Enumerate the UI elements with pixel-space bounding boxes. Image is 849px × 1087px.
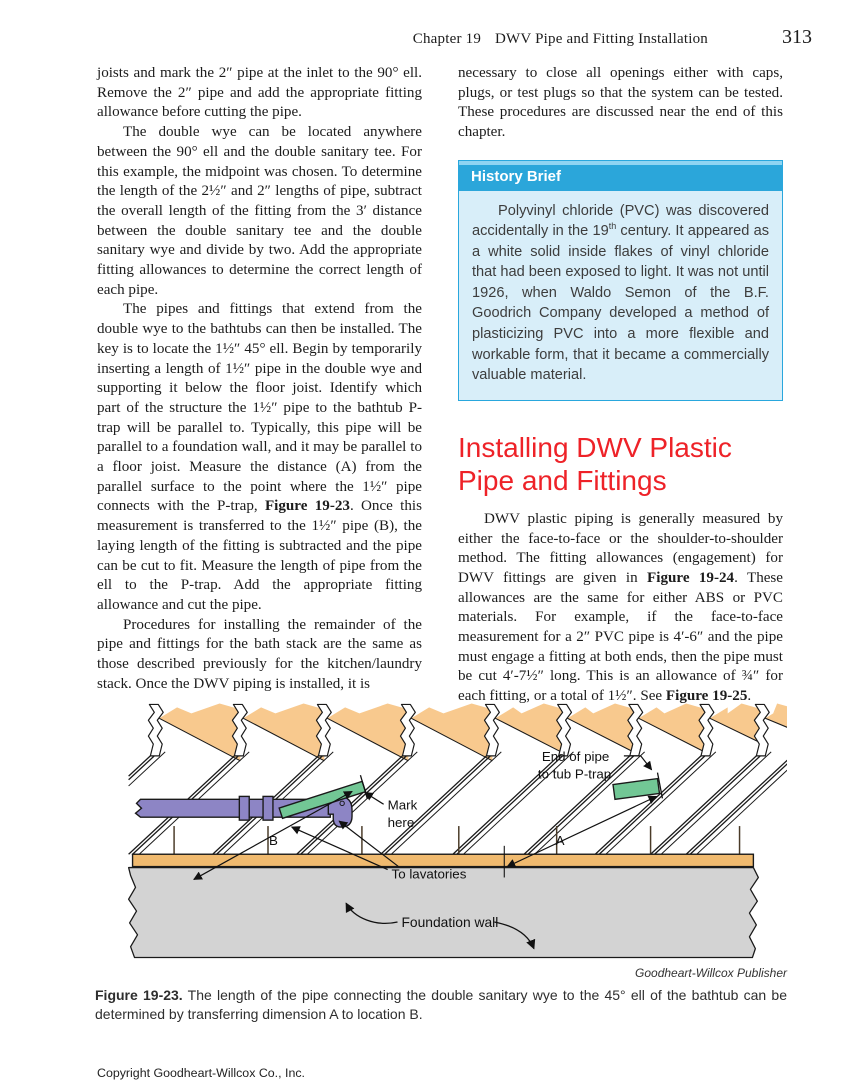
caption-label: Figure 19-23. (95, 987, 183, 1003)
history-brief-box: History Brief Polyvinyl chloride (PVC) w… (458, 159, 783, 401)
label-mark-here: Mark (388, 797, 418, 812)
paragraph: The pipes and fittings that extend from … (97, 301, 422, 613)
figure-reference: Figure 19-25 (665, 688, 748, 705)
paragraph: joists and mark the 2″ pipe at the inlet… (97, 65, 422, 121)
end-of-pipe-leader (623, 755, 653, 771)
superscript-th: th (608, 221, 617, 232)
chapter-title: DWV Pipe and Fitting Installation (495, 31, 708, 47)
to-lavatories-leader (338, 820, 399, 868)
publisher-credit: Goodheart-Willcox Publisher (635, 966, 787, 980)
label-foundation-wall: Foundation wall (401, 914, 498, 930)
svg-text:here: here (388, 815, 415, 830)
joists-and-subfloor (128, 703, 787, 856)
label-dim-b: B (269, 833, 278, 848)
foundation-wall-leader (494, 921, 536, 950)
label-dim-a: A (556, 833, 565, 848)
green-pipe-at-ptrap (612, 777, 661, 801)
right-column: necessary to close all openings either w… (458, 64, 783, 707)
chapter-header: Chapter 19 DWV Pipe and Fitting Installat… (413, 31, 708, 48)
foundation-wall-leader (345, 902, 398, 924)
figure-reference: Figure 19-23 (264, 498, 350, 515)
history-brief-body: Polyvinyl chloride (PVC) was discovered … (472, 202, 769, 384)
body-columns: joists and mark the 2″ pipe at the inlet… (97, 64, 783, 707)
dimension-line-a (506, 795, 658, 868)
pipe-coupling (238, 795, 250, 821)
to-lavatories-leader (290, 826, 388, 871)
pipe-coupling (262, 795, 274, 821)
history-brief-title: History Brief (459, 160, 782, 191)
chapter-label: Chapter 19 (412, 31, 482, 47)
label-to-lavatories: To lavatories (392, 866, 467, 881)
figure-19-23: End of pipe to tub P-trap Mark here B A … (95, 698, 787, 1024)
foundation-wall (127, 866, 759, 959)
svg-text:to tub P-trap: to tub P-trap (538, 767, 611, 782)
copyright-line: Copyright Goodheart-Willcox Co., Inc. (97, 1066, 305, 1080)
page-number: 313 (782, 26, 812, 48)
dimension-line-b (193, 790, 353, 880)
sill-plate (131, 853, 755, 868)
paragraph: DWV plastic piping is generally measured… (458, 510, 784, 705)
pipe-end-tick (656, 772, 664, 799)
paragraph: The double wye can be located anywhere b… (97, 124, 422, 298)
label-end-of-pipe: End of pipe (542, 749, 609, 764)
figure-illustration: End of pipe to tub P-trap Mark here B A … (127, 703, 787, 959)
figure-reference: Figure 19-24 (647, 569, 735, 586)
paragraph: Procedures for installing the remainder … (97, 616, 422, 692)
section-heading: Installing DWV Plastic Pipe and Fittings (458, 431, 732, 496)
left-column: joists and mark the 2″ pipe at the inlet… (97, 64, 422, 707)
figure-caption: Figure 19-23. The length of the pipe con… (95, 987, 787, 1022)
paragraph: necessary to close all openings either w… (458, 65, 783, 141)
mark-here-leader (364, 791, 384, 805)
running-head: Chapter 19 DWV Pipe and Fitting Installat… (97, 26, 812, 49)
